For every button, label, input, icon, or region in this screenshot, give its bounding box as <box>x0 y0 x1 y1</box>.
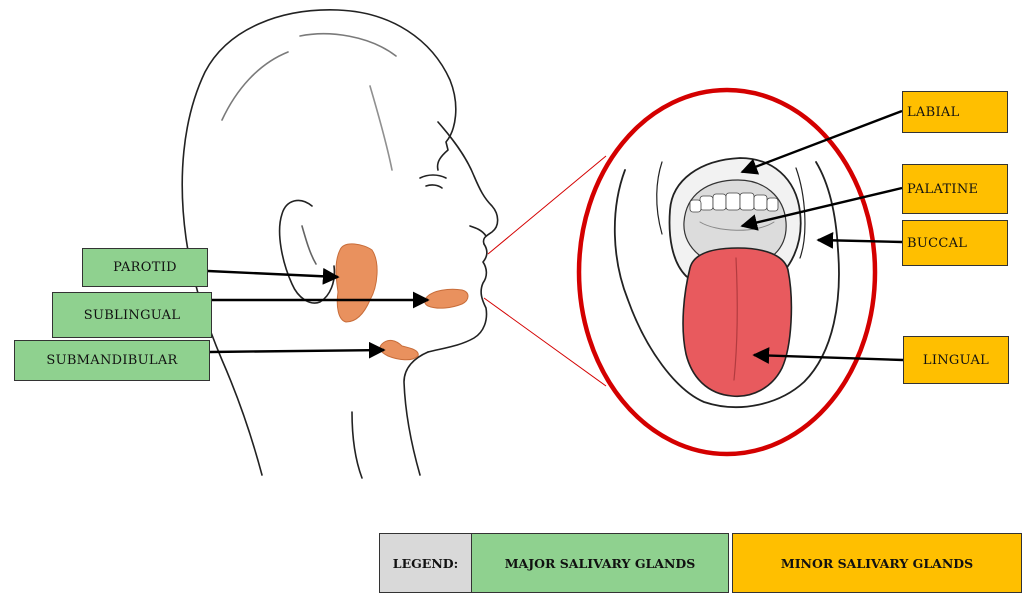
label-lingual: LINGUAL <box>903 336 1009 384</box>
label-palatine-text: PALATINE <box>907 182 978 197</box>
label-labial-text: LABIAL <box>907 105 960 120</box>
label-buccal-text: BUCCAL <box>907 236 967 251</box>
submandibular-arrow <box>210 350 384 352</box>
zoom-guide-lines <box>484 156 606 386</box>
sublingual-gland <box>425 289 468 308</box>
legend-title: LEGEND: <box>379 533 472 593</box>
label-palatine: PALATINE <box>902 164 1008 214</box>
major-gland-shapes <box>336 244 468 360</box>
label-buccal: BUCCAL <box>902 220 1008 266</box>
label-lingual-text: LINGUAL <box>923 353 989 368</box>
submandibular-gland <box>380 340 418 359</box>
head-outline <box>182 10 497 478</box>
label-parotid-text: PAROTID <box>113 260 177 275</box>
label-submandibular-text: SUBMANDIBULAR <box>46 353 177 368</box>
labial-arrow <box>742 111 902 172</box>
parotid-arrow <box>208 271 338 277</box>
mouth-closeup <box>615 158 839 407</box>
label-labial: LABIAL <box>902 91 1008 133</box>
legend: LEGEND: MAJOR SALIVARY GLANDS MINOR SALI… <box>379 533 1022 593</box>
label-sublingual: SUBLINGUAL <box>52 292 212 338</box>
legend-minor-glands: MINOR SALIVARY GLANDS <box>732 533 1022 593</box>
label-sublingual-text: SUBLINGUAL <box>84 308 181 323</box>
label-submandibular: SUBMANDIBULAR <box>14 340 210 381</box>
parotid-gland <box>336 244 377 322</box>
buccal-arrow <box>818 240 902 242</box>
legend-major-glands: MAJOR SALIVARY GLANDS <box>472 533 729 593</box>
label-parotid: PAROTID <box>82 248 208 287</box>
